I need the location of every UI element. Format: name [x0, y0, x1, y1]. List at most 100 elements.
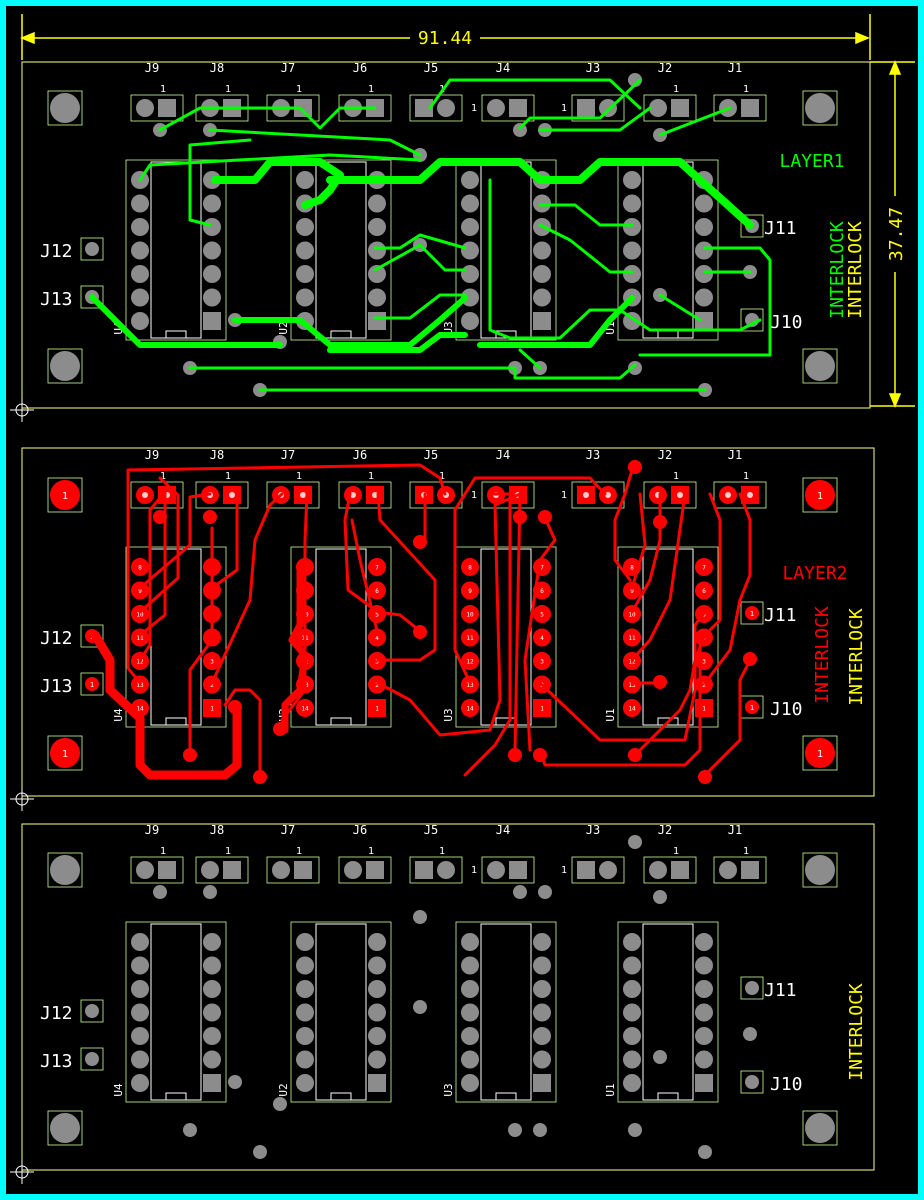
connector-round-pad: [201, 861, 219, 879]
side-connector-label: J11: [764, 980, 797, 1001]
chip-designator: U3: [442, 708, 455, 721]
chip-left-pad: [296, 980, 314, 998]
chip-right-pad: [203, 1050, 221, 1069]
connector-label: J5: [424, 448, 438, 462]
via: [413, 910, 427, 924]
width-dimension-label: 91.44: [418, 28, 472, 49]
height-arrow-bottom: [888, 393, 902, 408]
connector-round-pad: [599, 861, 617, 879]
side-pad: [85, 1004, 99, 1018]
chip-designator: U1: [604, 1083, 617, 1096]
mount-hole-number: 1: [62, 491, 68, 502]
chip-left-pad: [131, 1074, 149, 1092]
connector-outline: [643, 856, 697, 884]
chip-left-pad: [131, 265, 149, 283]
chip-pin-one-pad: [203, 312, 221, 330]
chip-designator: U2: [277, 321, 290, 334]
chip-footprint-outline: [455, 921, 557, 1103]
mount-hole-outline: [802, 852, 838, 888]
chip-left-pad: [461, 218, 479, 236]
chip-left-pad: [623, 1027, 641, 1045]
mount-hole: [50, 1113, 80, 1143]
chip-pin-number: 1: [702, 706, 706, 713]
mount-hole-outline: [47, 735, 83, 771]
side-pad: [745, 700, 759, 714]
chip-pin-number: 10: [628, 612, 636, 619]
via: [653, 1050, 667, 1064]
via: [653, 890, 667, 904]
interlock-label-bottom: INTERLOCK: [846, 983, 867, 1081]
connector-pin-one: 1: [561, 865, 567, 876]
chip-pin-one-pad: [533, 312, 551, 330]
pcb-layout-drawing: 91.44 37.47 J91J81J71J61J51J41J31J21J11J…: [10, 14, 915, 1184]
chip-pin-one-pad: [368, 1074, 386, 1092]
chip-notch: [495, 1092, 517, 1101]
chip-left-pad: [623, 194, 641, 213]
connector-square-pad: [671, 99, 689, 117]
mount-hole-outline: [47, 90, 83, 126]
chip-right-pad: [533, 980, 551, 998]
via: [183, 748, 197, 762]
connector-square-pad: [294, 861, 312, 879]
chip-pin-number: 11: [136, 635, 144, 642]
chip-right-pad: [695, 933, 713, 951]
crosshair-middle: [10, 787, 34, 811]
chip-left-pad: [296, 699, 314, 717]
connector-pin-one: 1: [368, 84, 374, 95]
chip-notch: [330, 330, 352, 339]
chip-pin-number: 13: [628, 682, 636, 689]
connector-square-pad: [366, 861, 384, 879]
chip-pin-number: 3: [375, 659, 379, 666]
connector-outline: [130, 856, 184, 884]
chip-notch: [330, 1092, 352, 1101]
chip-notch: [165, 717, 187, 726]
connector-round-pad: [437, 861, 455, 879]
chip-pin-number: 12: [466, 659, 474, 666]
chip-left-pad: [131, 218, 149, 236]
mount-hole-outline: [802, 735, 838, 771]
chip-left-pad: [296, 288, 314, 307]
connector-label: J2: [658, 61, 672, 75]
connector-pin-one: 1: [160, 84, 166, 95]
height-label-bg: [884, 196, 906, 272]
chip-pin-number: 6: [540, 588, 544, 595]
chip-left-pad: [461, 933, 479, 951]
interlock-label-green: INTERLOCK: [827, 221, 848, 319]
chip-body: [150, 161, 202, 339]
chip-left-pad: [461, 265, 479, 283]
chip-right-pad: [695, 980, 713, 998]
chip-designator: U3: [442, 321, 455, 334]
chip-designator: U2: [277, 1083, 290, 1096]
connector-square-pad: [415, 861, 433, 879]
chip-right-pad: [368, 265, 386, 283]
chip-left-pad: [296, 218, 314, 236]
connector-square-pad: [223, 861, 241, 879]
mount-hole-outline: [47, 852, 83, 888]
via: [508, 748, 522, 762]
connector-label: J2: [658, 823, 672, 837]
chip-left-pad: [623, 241, 641, 260]
via: [253, 770, 267, 784]
pad-hole: [747, 492, 753, 498]
connector-outline: [643, 94, 697, 122]
connector-label: J1: [728, 448, 742, 462]
chip-right-pad: [533, 605, 551, 623]
chip-right-pad: [695, 558, 713, 576]
connector-outline: [571, 856, 625, 884]
chip-pin-number: 8: [630, 565, 634, 572]
chip-pin-number: 5: [375, 612, 379, 619]
connector-pin-one: 1: [561, 490, 567, 501]
connector-square-pad: [509, 99, 527, 117]
mount-hole: [805, 738, 835, 768]
chip-pin-number: 7: [702, 565, 706, 572]
chip-left-pad: [296, 1074, 314, 1092]
connector-pin-one: 1: [743, 84, 749, 95]
side-pad-outline: [740, 214, 764, 238]
via: [533, 1123, 547, 1137]
chip-right-pad: [203, 956, 221, 975]
pad-hole: [605, 492, 611, 498]
chip-right-pad: [533, 288, 551, 307]
board-outline-middle: [21, 447, 875, 797]
chip-pin-number: 1: [375, 706, 379, 713]
chip-pin-number: 8: [138, 565, 142, 572]
